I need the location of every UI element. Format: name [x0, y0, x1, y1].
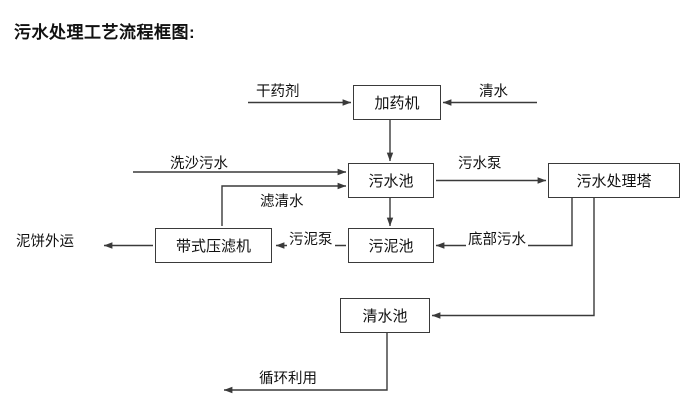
node-label: 污水池	[368, 173, 414, 190]
node-sewage-pool[interactable]: 污水池	[348, 163, 434, 198]
label-clean-water-input: 清水	[479, 84, 508, 100]
edge-filtrate-to-sewage-pool	[221, 182, 347, 226]
node-label: 污水处理塔	[576, 173, 652, 190]
node-label: 带式压滤机	[175, 238, 251, 255]
label-recycle-use: 循环利用	[257, 367, 319, 388]
edge-tower-to-clear-water-pool	[431, 198, 595, 319]
page-title: 污水处理工艺流程框图:	[14, 23, 196, 42]
label-bottom-sewage: 底部污水	[466, 228, 528, 249]
label-mud-cake-transport: 泥饼外运	[16, 234, 74, 250]
label-sludge-pump: 污泥泵	[287, 228, 335, 249]
label-sewage-pump: 污水泵	[456, 152, 504, 173]
node-clear-water-pool[interactable]: 清水池	[340, 298, 430, 333]
node-belt-filter-press[interactable]: 带式压滤机	[155, 228, 272, 263]
node-label: 污泥池	[368, 238, 414, 255]
node-dosing-machine[interactable]: 加药机	[353, 85, 441, 120]
node-treatment-tower[interactable]: 污水处理塔	[548, 163, 680, 198]
edge-clear-water-recycle	[223, 333, 388, 394]
node-sludge-pool[interactable]: 污泥池	[348, 228, 434, 263]
node-label: 清水池	[362, 308, 408, 325]
node-label: 加药机	[374, 95, 420, 112]
label-filtrate: 滤清水	[258, 190, 306, 211]
label-dry-reagent: 干药剂	[256, 84, 300, 100]
label-sand-washing-sewage: 洗沙污水	[170, 156, 228, 172]
